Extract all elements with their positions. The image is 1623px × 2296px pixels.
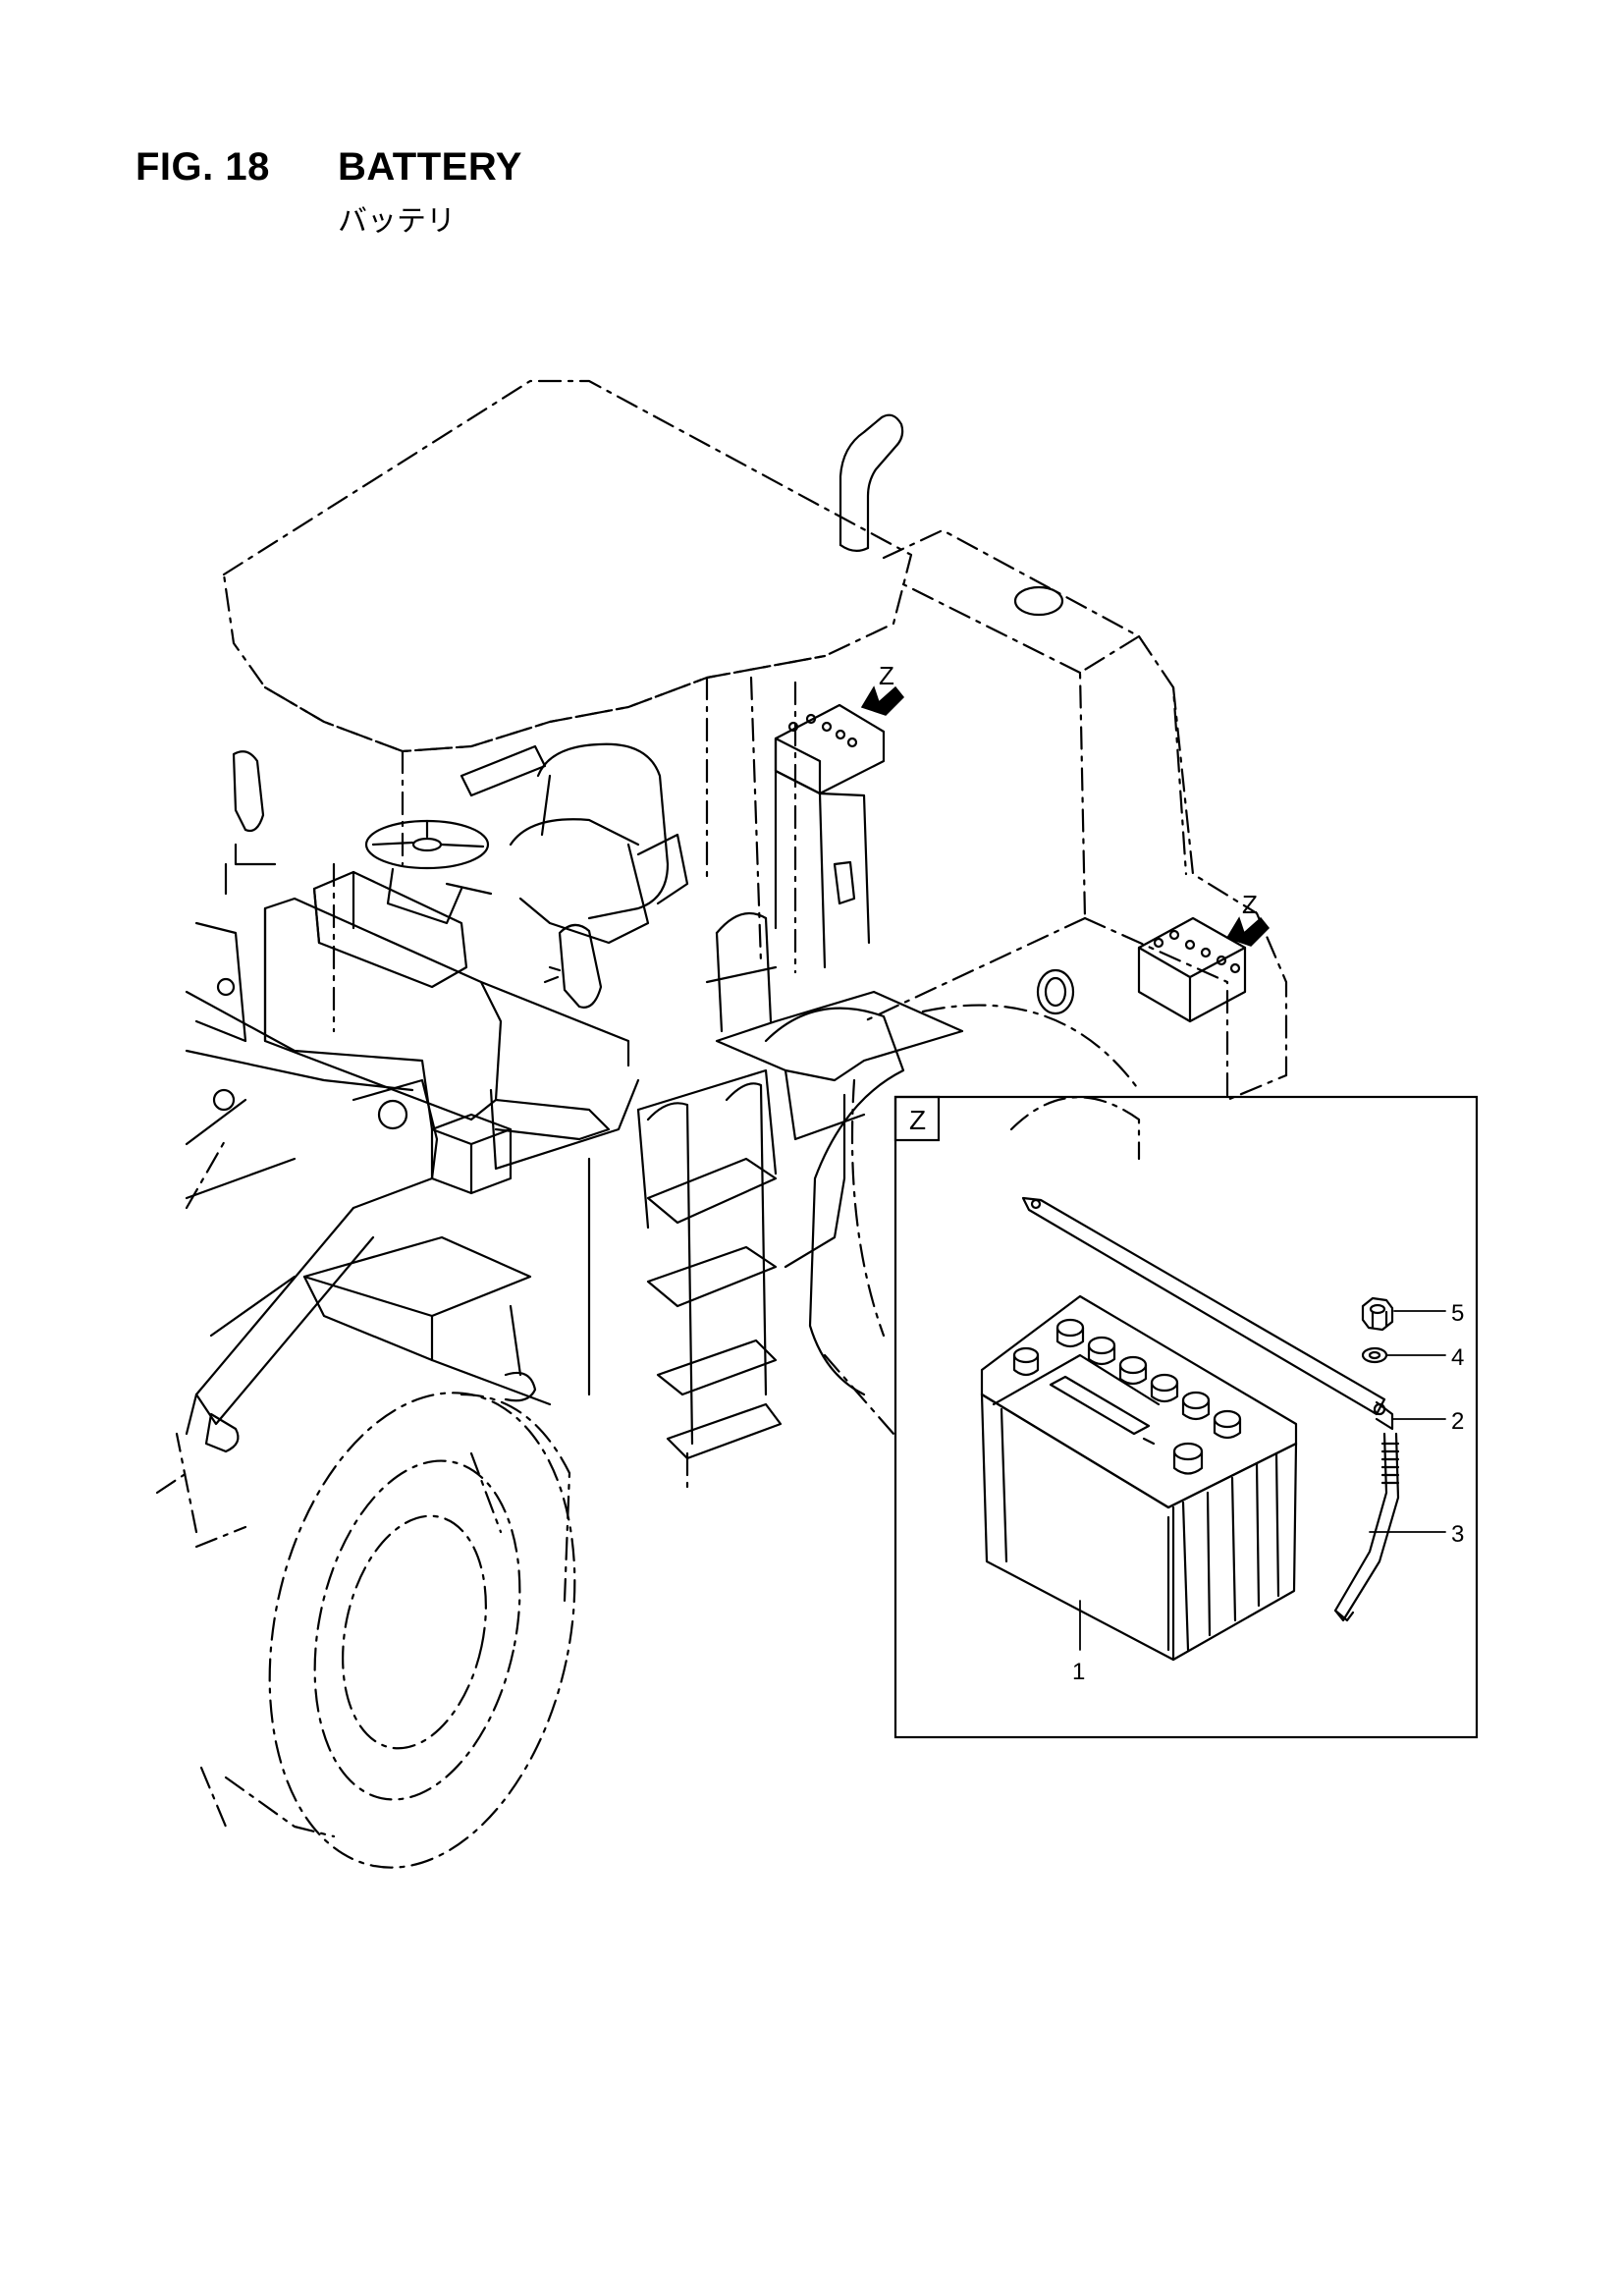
view-arrow-upper: Z bbox=[860, 661, 905, 716]
rear-wheel-arc bbox=[764, 1007, 905, 1396]
cab-posts bbox=[332, 676, 763, 1033]
hood-light bbox=[1036, 968, 1075, 1015]
front-wheel bbox=[175, 1392, 576, 1869]
view-marker-lower: Z bbox=[1242, 890, 1258, 919]
loader-arm bbox=[185, 921, 439, 1453]
engine-hood bbox=[793, 528, 1288, 1102]
callout-3: 3 bbox=[1451, 1521, 1464, 1548]
detail-label-box bbox=[893, 1095, 941, 1142]
access-ladder bbox=[587, 1068, 783, 1460]
callout-5: 5 bbox=[1451, 1300, 1464, 1327]
steering-console bbox=[312, 819, 493, 989]
mirror-right bbox=[543, 923, 603, 1009]
view-marker-upper: Z bbox=[879, 661, 894, 690]
view-arrow-lower: Z bbox=[1225, 890, 1271, 947]
exhaust-stack bbox=[839, 413, 904, 552]
front-fender bbox=[302, 1235, 552, 1406]
battery-label-plate bbox=[1049, 1375, 1151, 1436]
figure-subtitle: バッテリ bbox=[338, 204, 456, 239]
callout-leaders bbox=[1079, 1310, 1446, 1651]
handrails bbox=[705, 860, 856, 1033]
front-body bbox=[263, 897, 964, 1269]
callout-2: 2 bbox=[1451, 1408, 1464, 1435]
hold-down-bar bbox=[1021, 1196, 1394, 1431]
battery-vent-caps bbox=[1055, 1318, 1242, 1440]
spring-washer bbox=[1361, 1346, 1388, 1364]
battery-location-lower bbox=[1137, 916, 1247, 1023]
front-control-box bbox=[430, 1113, 513, 1195]
battery-location-upper bbox=[774, 703, 886, 969]
callout-4: 4 bbox=[1451, 1344, 1464, 1371]
callout-1: 1 bbox=[1072, 1659, 1085, 1685]
detail-view-z: Z bbox=[893, 1095, 1479, 1739]
battery-terminals bbox=[1012, 1346, 1204, 1475]
battery bbox=[980, 1294, 1298, 1662]
figure-title: BATTERY bbox=[338, 145, 522, 189]
hex-nut bbox=[1361, 1296, 1394, 1332]
detail-label: Z bbox=[909, 1105, 926, 1135]
mirror-left bbox=[224, 750, 277, 896]
figure-number: FIG. 18 bbox=[135, 145, 270, 189]
canopy-roof bbox=[222, 379, 913, 753]
hook-bolt bbox=[1333, 1432, 1400, 1622]
operator-seat bbox=[460, 742, 689, 945]
frame-reference-lines bbox=[155, 1137, 895, 1549]
detail-frame bbox=[893, 1095, 1479, 1739]
machine-overview bbox=[155, 379, 1288, 1869]
